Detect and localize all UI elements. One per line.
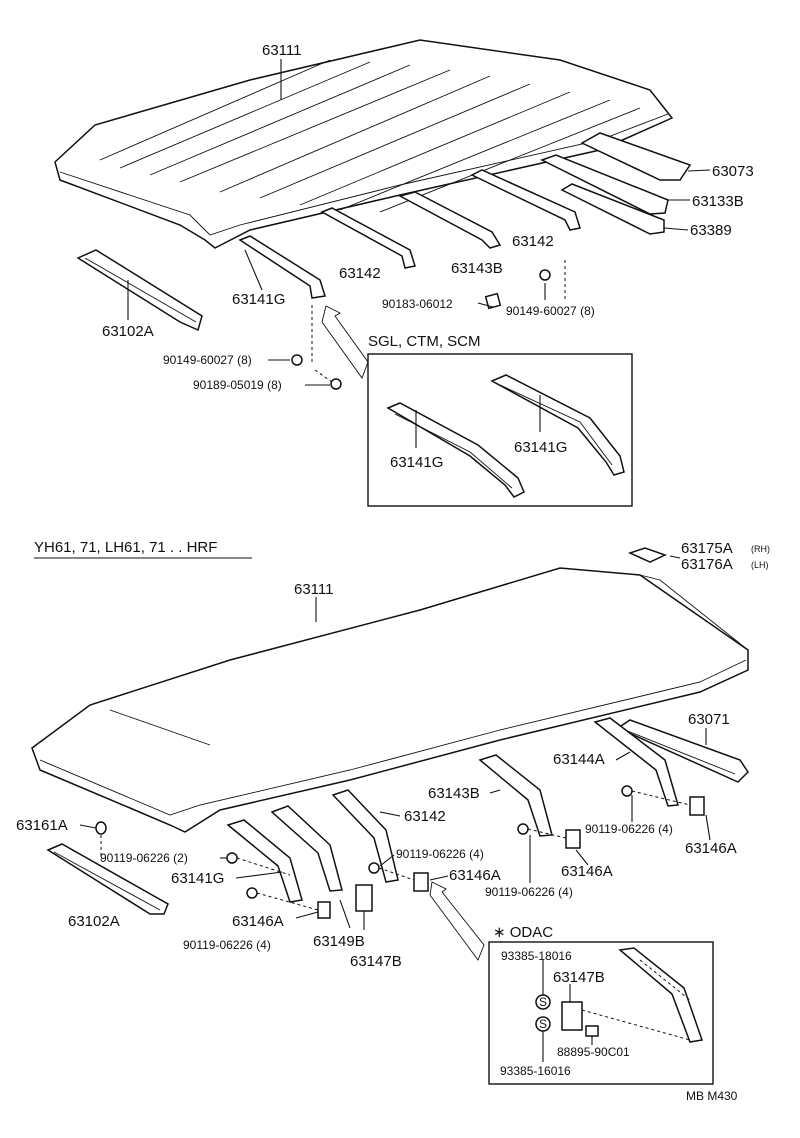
- odac-label-63147b: 63147B: [553, 969, 605, 986]
- inset-63141g-part-b: [490, 374, 625, 476]
- bottom-label-90119-4-right: 90119-06226 (4): [585, 822, 673, 836]
- top-63389-part: [560, 183, 665, 235]
- bottom-label-90119-4-left: 90119-06226 (4): [183, 938, 271, 952]
- bottom-roof-lower-edge: [39, 659, 747, 816]
- top-label-63141g: 63141G: [232, 291, 285, 308]
- inset-title: SGL, CTM, SCM: [368, 333, 481, 350]
- bottom-bolt-90119-4-center: [517, 823, 529, 835]
- top-label-63073: 63073: [712, 163, 754, 180]
- top-label-63133b: 63133B: [692, 193, 744, 210]
- top-63141g-part: [238, 235, 326, 299]
- bottom-dashed-lines: [100, 790, 691, 911]
- top-assembly: 63111 63073 63133B 63389 63142 63142 631…: [54, 39, 754, 507]
- bottom-63102a-part: [46, 843, 169, 915]
- bottom-label-63141g: 63141G: [171, 870, 224, 887]
- bottom-label-63146a-mid: 63146A: [449, 867, 501, 884]
- bottom-label-63176a-suffix: (LH): [751, 560, 769, 570]
- odac-title: ∗ ODAC: [493, 924, 553, 941]
- bottom-label-roof: 63111: [294, 581, 334, 598]
- bottom-63144a-part: [593, 717, 679, 807]
- bottom-63146a-center: [565, 829, 581, 849]
- svg-text:S: S: [539, 1017, 547, 1031]
- bottom-label-63146a-center: 63146A: [561, 863, 613, 880]
- bottom-63141g-part: [226, 819, 303, 903]
- top-roof-ribs: [99, 59, 641, 213]
- bottom-63143b-part: [478, 754, 553, 837]
- bottom-label-63142: 63142: [404, 808, 446, 825]
- bottom-label-63144a: 63144A: [553, 751, 605, 768]
- bottom-label-63146a-left: 63146A: [232, 913, 284, 930]
- section-title: YH61, 71, LH61, 71 . . HRF: [34, 539, 217, 556]
- bottom-leader-lines: [79, 555, 711, 930]
- bottom-63175a-part: [627, 547, 667, 563]
- inset-63141g-part-a: [386, 402, 525, 498]
- svg-text:S: S: [539, 995, 547, 1009]
- bottom-odac-arrow: [429, 881, 485, 961]
- bottom-roof-panel: [31, 567, 749, 833]
- bottom-63142-part: [331, 789, 399, 883]
- bottom-bow-2-part: [270, 805, 343, 892]
- odac-s-badge-lower: S: [535, 1016, 551, 1032]
- top-63143b-part: [397, 191, 502, 249]
- bottom-bolt-90119-4-left: [246, 887, 258, 899]
- top-label-90183: 90183-06012: [382, 297, 453, 311]
- top-roof-panel: [54, 39, 674, 249]
- bottom-label-63071: 63071: [688, 711, 730, 728]
- top-label-63389: 63389: [690, 222, 732, 239]
- top-label-63102a: 63102A: [102, 323, 154, 340]
- top-label-63142-a: 63142: [339, 265, 381, 282]
- bottom-label-63143b: 63143B: [428, 785, 480, 802]
- top-63073-part: [580, 132, 692, 181]
- top-label-90149-right: 90149-60027 (8): [506, 304, 595, 318]
- bottom-label-63149b: 63149B: [313, 933, 365, 950]
- top-clip-90183: [484, 292, 502, 310]
- bottom-label-63146a-right: 63146A: [685, 840, 737, 857]
- bottom-label-90119-2: 90119-06226 (2): [100, 851, 188, 865]
- top-inset-arrow: [321, 305, 369, 379]
- odac-63147b-part: [561, 1001, 583, 1031]
- bottom-63146a-left: [317, 901, 331, 919]
- odac-bow-part: [618, 947, 703, 1043]
- inset-label-63141g-b: 63141G: [514, 439, 567, 456]
- bottom-bolt-90119-2: [226, 852, 238, 864]
- odac-label-93385-18016: 93385-18016: [501, 949, 572, 963]
- bottom-label-63176a: 63176A: [681, 556, 733, 573]
- top-label-roof: 63111: [262, 42, 302, 59]
- bottom-63146a-mid: [413, 872, 429, 892]
- top-63142-part-b: [470, 169, 581, 231]
- top-bolt-90149-right: [539, 269, 551, 281]
- bottom-label-63175a-suffix: (RH): [751, 544, 770, 554]
- bottom-label-63175a: 63175A: [681, 540, 733, 557]
- odac-box: [488, 941, 714, 1085]
- bottom-assembly: YH61, 71, LH61, 71 . . HRF: [16, 539, 770, 1103]
- top-label-90189: 90189-05019 (8): [193, 378, 282, 392]
- odac-s-badge-upper: S: [535, 994, 551, 1010]
- bottom-label-63102a: 63102A: [68, 913, 120, 930]
- top-label-90149-left: 90149-60027 (8): [163, 353, 252, 367]
- top-bolt-90189: [330, 378, 342, 390]
- odac-label-93385-16016: 93385-16016: [500, 1064, 571, 1078]
- bottom-bolt-90119-4-right: [621, 785, 633, 797]
- bottom-63161a-part: [95, 821, 107, 835]
- top-bolt-90149-left: [291, 354, 303, 366]
- top-label-63142-b: 63142: [512, 233, 554, 250]
- bottom-label-90119-4-mid: 90119-06226 (4): [396, 847, 484, 861]
- top-leader-lines: [127, 59, 711, 386]
- bottom-bolt-90119-4-mid: [368, 862, 380, 874]
- inset-label-63141g-a: 63141G: [390, 454, 443, 471]
- bottom-63149b-part: [355, 884, 373, 912]
- odac-88895-part: [585, 1025, 599, 1037]
- top-63142-part-a: [320, 207, 416, 269]
- bottom-label-63147b: 63147B: [350, 953, 402, 970]
- odac-label-88895: 88895-90C01: [557, 1045, 630, 1059]
- bottom-label-63161a: 63161A: [16, 817, 68, 834]
- footer-code: MB M430: [686, 1089, 738, 1103]
- inset-box: [367, 353, 633, 507]
- top-label-63143b: 63143B: [451, 260, 503, 277]
- bottom-label-90119-4-center: 90119-06226 (4): [485, 885, 573, 899]
- bottom-63146a-right: [689, 796, 705, 816]
- top-63133b-part: [540, 154, 669, 215]
